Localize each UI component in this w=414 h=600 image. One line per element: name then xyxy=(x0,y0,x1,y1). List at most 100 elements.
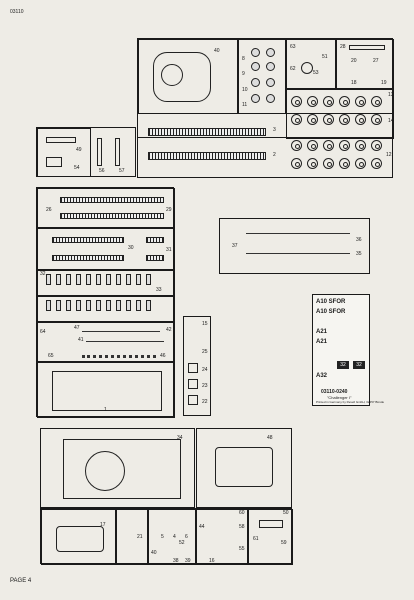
track-link-strip xyxy=(146,255,164,261)
track-link xyxy=(136,300,141,311)
part-number: 63 xyxy=(290,44,296,50)
panel-21: 21 xyxy=(116,509,148,565)
part-number: 27 xyxy=(373,58,379,64)
rod-part xyxy=(82,355,156,358)
road-wheel xyxy=(355,158,366,169)
gun-barrel-part xyxy=(82,331,160,332)
panel-50-59: 50 61 59 xyxy=(248,509,293,565)
road-wheel xyxy=(355,114,366,125)
engine-deck-part xyxy=(56,526,104,552)
hull-top-part xyxy=(63,439,181,499)
link-panel-b xyxy=(37,296,175,322)
part-number: 1 xyxy=(104,407,107,413)
part-number: 44 xyxy=(199,524,205,530)
gear-panel: 8 9 10 11 xyxy=(238,39,286,114)
road-wheel xyxy=(291,140,302,151)
road-wheel xyxy=(355,96,366,107)
part-number: 60 xyxy=(239,510,245,516)
part-number: 6 xyxy=(185,534,188,540)
track-link xyxy=(126,274,131,285)
decal-printer-note: Printed in Germany by Revell GmbH, 32257… xyxy=(316,400,385,404)
mudguard-part xyxy=(52,371,162,411)
part-number: 40 xyxy=(151,550,157,556)
part-number: 18 xyxy=(351,80,357,86)
part-number: 24 xyxy=(202,367,208,373)
box-part xyxy=(188,363,198,373)
part-number: 14 xyxy=(388,118,394,124)
part-number: 39 xyxy=(185,558,191,564)
panel-44-60: 44 60 58 55 16 xyxy=(196,509,248,565)
track-link xyxy=(96,300,101,311)
part-number: 10 xyxy=(242,87,248,93)
part-number: 54 xyxy=(74,165,80,171)
track-link xyxy=(126,300,131,311)
part-number: 48 xyxy=(267,435,273,441)
part-number: 21 xyxy=(137,534,143,540)
part-number: 22 xyxy=(202,399,208,405)
road-wheel xyxy=(371,158,382,169)
track-link xyxy=(116,274,121,285)
sprocket-part xyxy=(251,94,260,103)
panel-small-round: 5 4 6 52 40 38 39 xyxy=(148,509,196,565)
part-number: 29 xyxy=(166,207,172,213)
part-number: 25 xyxy=(202,349,208,355)
track-link xyxy=(86,300,91,311)
road-wheel xyxy=(323,158,334,169)
part-number: 53 xyxy=(313,70,319,76)
side-skirt-part xyxy=(246,233,350,234)
rod-part xyxy=(115,138,120,166)
road-wheel xyxy=(371,96,382,107)
turret-ring xyxy=(161,64,183,86)
side-skirt-part xyxy=(246,253,350,254)
part-number: 33 xyxy=(156,287,162,293)
track-link-strip xyxy=(146,237,164,243)
road-wheel xyxy=(307,158,318,169)
track-link xyxy=(76,274,81,285)
plate-part xyxy=(46,137,76,143)
box-part xyxy=(188,395,198,405)
part-number: 19 xyxy=(381,80,387,86)
part-number: 58 xyxy=(239,524,245,530)
track-link-strip xyxy=(52,255,124,261)
track-link xyxy=(46,274,51,285)
part-number: 30 xyxy=(128,245,134,251)
box-part xyxy=(188,379,198,389)
hull-top-frame: 34 xyxy=(40,428,195,508)
sprue-c-frame: 49 54 56 57 xyxy=(36,127,136,177)
suspension-arm-part xyxy=(148,128,266,136)
part-number: 57 xyxy=(119,168,125,174)
track-link xyxy=(96,274,101,285)
antenna-part xyxy=(86,341,164,342)
small-parts-panel: 63 51 62 53 xyxy=(286,39,336,89)
part-number: 37 xyxy=(232,243,238,249)
road-wheel xyxy=(291,114,302,125)
sprue-e-frame: 15 25 24 23 22 xyxy=(183,316,211,416)
track-link xyxy=(146,274,151,285)
part-number: 35 xyxy=(356,251,362,257)
road-wheel xyxy=(371,140,382,151)
part-number: 11 xyxy=(242,102,248,108)
sprocket-part xyxy=(266,62,275,71)
part-number: 52 xyxy=(179,540,185,546)
track-panel-top: 26 29 xyxy=(37,188,175,228)
part-number: 64 xyxy=(40,329,46,335)
block-part xyxy=(46,157,62,167)
part-number: 51 xyxy=(322,54,328,60)
bracket-part xyxy=(349,45,385,50)
part-number: 42 xyxy=(166,327,172,333)
track-link xyxy=(106,300,111,311)
part-number: 16 xyxy=(209,558,215,564)
decal-a21: A21 xyxy=(316,329,328,335)
track-link xyxy=(116,300,121,311)
track-link xyxy=(86,274,91,285)
track-link xyxy=(56,274,61,285)
part-number: 9 xyxy=(242,71,245,77)
part-number: 5 xyxy=(161,534,164,540)
track-link xyxy=(76,300,81,311)
road-wheel xyxy=(323,114,334,125)
part-number: 41 xyxy=(78,337,84,343)
decal-a32: A32 xyxy=(316,373,328,379)
panel-17: 17 xyxy=(41,509,116,565)
road-wheel xyxy=(339,96,350,107)
road-wheel xyxy=(323,96,334,107)
